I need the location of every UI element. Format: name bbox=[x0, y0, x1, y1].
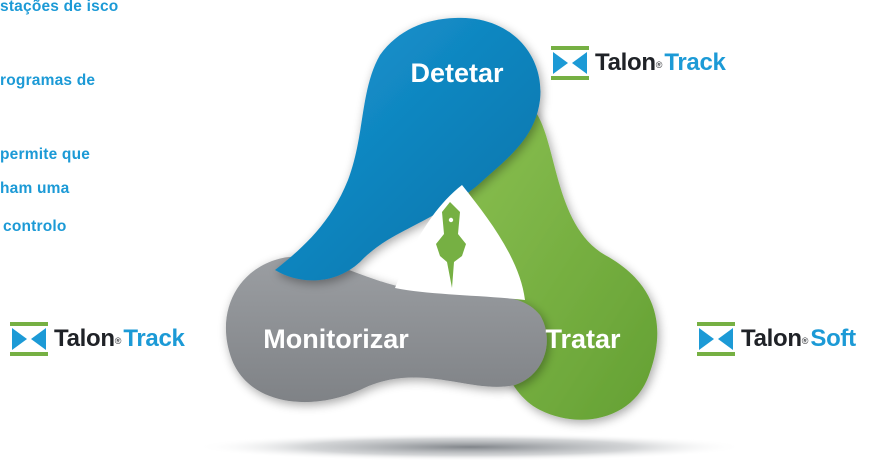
side-text-line: rogramas de bbox=[0, 72, 96, 89]
side-text-line: permite que bbox=[0, 146, 91, 163]
talon-logo-mark-icon bbox=[10, 322, 48, 356]
treat-label: Tratar bbox=[545, 324, 621, 354]
monitor-lobe bbox=[225, 256, 547, 403]
talon-soft-logo-right: Talon®Soft bbox=[697, 319, 856, 359]
ground-shadow bbox=[195, 433, 745, 461]
logo-brand-text: Talon bbox=[54, 325, 115, 352]
side-text-line: controlo bbox=[3, 218, 67, 235]
detect-label: Detetar bbox=[410, 58, 504, 88]
talon-logo-mark-icon bbox=[551, 46, 589, 80]
logo-registered-mark: ® bbox=[655, 60, 663, 70]
logo-product-text: Soft bbox=[810, 325, 856, 352]
logo-product-text: Track bbox=[123, 325, 185, 352]
talon-logo-mark-icon bbox=[697, 322, 735, 356]
side-text-line: ham uma bbox=[0, 180, 70, 197]
talon-track-logo-top: Talon®Track bbox=[551, 43, 726, 83]
logo-product-text: Track bbox=[664, 49, 726, 76]
rodent-bait-station-icon bbox=[436, 202, 466, 288]
logo-brand-text: Talon bbox=[595, 49, 656, 76]
side-text-line: stações de isco bbox=[0, 0, 119, 15]
logo-registered-mark: ® bbox=[114, 336, 122, 346]
side-text-block: stações de isco rogramas de permite que … bbox=[0, 0, 220, 260]
detect-lobe bbox=[275, 17, 541, 281]
logo-registered-mark: ® bbox=[801, 336, 809, 346]
logo-brand-text: Talon bbox=[741, 325, 802, 352]
monitor-label: Monitorizar bbox=[263, 324, 409, 354]
talon-track-logo-left: Talon®Track bbox=[10, 319, 185, 359]
